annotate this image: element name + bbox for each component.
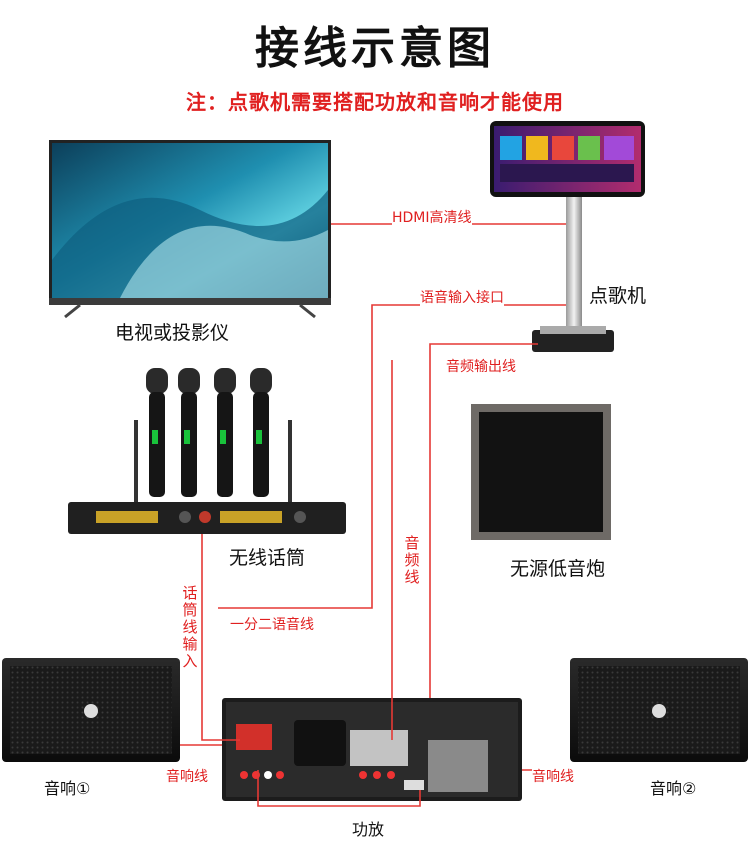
wireless-mic-illustration — [68, 368, 346, 534]
speaker-left-label: 音响① — [44, 779, 91, 798]
speaker-left-cable-label: 音响线 — [166, 766, 208, 786]
subwoofer-label: 无源低音炮 — [510, 558, 606, 580]
voice-input-label: 语音输入接口 — [420, 287, 504, 307]
amplifier-label: 功放 — [352, 820, 385, 839]
subwoofer-illustration — [471, 404, 611, 540]
tv-label: 电视或投影仪 — [115, 322, 230, 344]
audio-cable-vertical-label: 音频线 — [404, 534, 420, 586]
page-title: 接线示意图 — [255, 23, 495, 74]
usage-note: 注：点歌机需要搭配功放和音响才能使用 — [186, 90, 564, 114]
speaker-right-illustration — [570, 658, 748, 762]
jukebox-label: 点歌机 — [589, 285, 647, 307]
speaker-left-illustration — [2, 658, 180, 762]
mic-input-vertical-label: 话筒线输入 — [182, 584, 198, 670]
tv-illustration — [49, 140, 331, 319]
audio-output-label: 音频输出线 — [446, 356, 516, 376]
split-cable-label: 一分二语音线 — [230, 614, 314, 634]
hdmi-cable-label: HDMI高清线 — [392, 207, 472, 227]
wireless-mic-label: 无线话筒 — [229, 547, 306, 569]
speaker-right-label: 音响② — [650, 779, 697, 798]
jukebox-illustration — [490, 121, 645, 352]
amplifier-illustration — [222, 698, 522, 801]
speaker-right-cable-label: 音响线 — [532, 766, 574, 786]
